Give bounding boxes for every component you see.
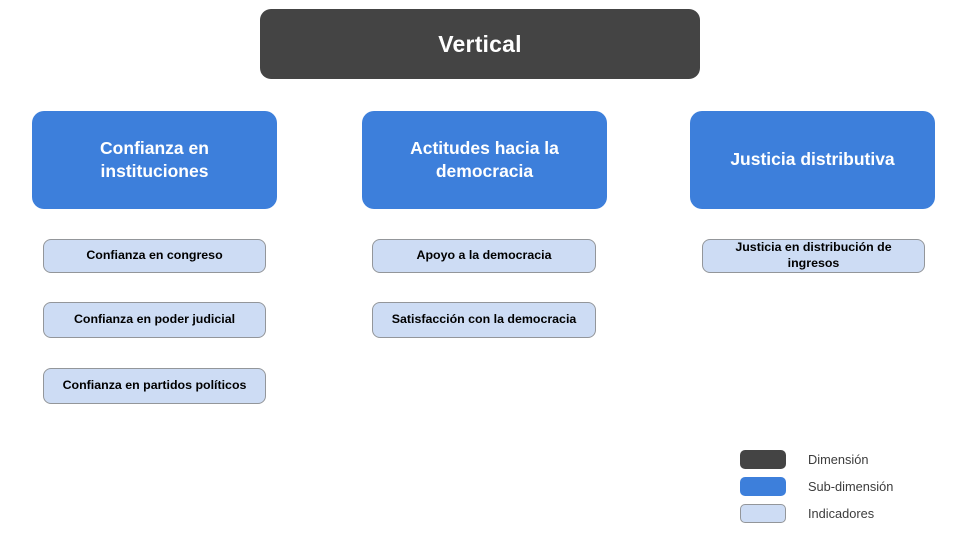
legend-swatch-indicadores (740, 503, 786, 523)
indicator-node-justicia-en-distribucion-de-ingresos[interactable]: Justicia en distribución de ingresos (702, 239, 925, 273)
legend-label-dimension: Dimensión (808, 451, 869, 467)
subdimension-node-actitudes-hacia-la-democracia[interactable]: Actitudes hacia la democracia (362, 111, 607, 209)
indicator-node-label: Justicia en distribución de ingresos (735, 240, 892, 270)
dimension-node-label: Vertical (438, 30, 522, 57)
legend-label-sub-dimension: Sub-dimensión (808, 478, 894, 494)
subdimension-node-label: Actitudes hacia la democracia (410, 137, 559, 181)
dimension-node-vertical[interactable]: Vertical (260, 9, 700, 79)
legend-swatch-dimension (740, 449, 786, 469)
indicator-node-label: Satisfacción con la democracia (391, 312, 577, 327)
legend-item-sub-dimension: Sub-dimensión (740, 476, 893, 496)
indicator-node-confianza-en-poder-judicial[interactable]: Confianza en poder judicial (43, 302, 266, 338)
indicator-node-label: Apoyo a la democracia (416, 248, 552, 263)
indicator-node-confianza-en-congreso[interactable]: Confianza en congreso (43, 239, 266, 273)
subdimension-node-confianza-en-instituciones[interactable]: Confianza en instituciones (32, 111, 277, 209)
subdimension-node-justicia-distributiva[interactable]: Justicia distributiva (690, 111, 935, 209)
indicator-node-label: Confianza en partidos políticos (62, 378, 247, 393)
legend: Dimensión Sub-dimensión Indicadores (740, 447, 955, 527)
subdimension-node-label: Confianza en instituciones (100, 137, 209, 181)
legend-swatch-sub-dimension (740, 476, 786, 496)
indicator-node-label: Confianza en congreso (86, 248, 223, 263)
legend-item-indicadores: Indicadores (740, 503, 874, 523)
indicator-node-satisfaccion-con-la-democracia[interactable]: Satisfacción con la democracia (372, 302, 596, 338)
subdimension-node-label: Justicia distributiva (730, 149, 895, 170)
legend-label-indicadores: Indicadores (808, 505, 875, 521)
indicator-node-confianza-en-partidos-politicos[interactable]: Confianza en partidos políticos (43, 368, 266, 404)
indicator-node-apoyo-a-la-democracia[interactable]: Apoyo a la democracia (372, 239, 596, 273)
indicator-node-label: Confianza en poder judicial (73, 312, 236, 327)
legend-item-dimension: Dimensión (740, 449, 868, 469)
